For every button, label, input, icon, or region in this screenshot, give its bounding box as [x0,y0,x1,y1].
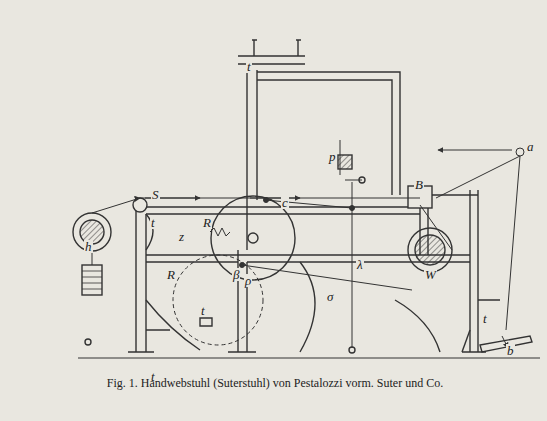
part-letter: t [246,60,252,73]
part-letter: c [281,196,289,209]
warp-threads [92,148,524,348]
figure-caption: Fig. 1. Handwebstuhl (Suterstuhl) von Pe… [80,376,470,390]
part-letter: p [328,150,337,163]
part-letter: B [414,178,424,191]
part-letter: t [200,304,206,317]
part-letter: R [166,268,176,281]
part-letter: h [84,240,93,253]
part-letter: b [506,344,515,357]
part-letter: λ [356,258,364,271]
part-letter: W [424,268,437,281]
part-letter: R [202,216,212,229]
part-letter: a [526,140,535,153]
part-letter: S [151,188,160,201]
part-letter: z [178,230,185,243]
part-letter: t [482,312,488,325]
part-letter: σ [326,290,334,303]
loom-frame [73,40,540,358]
part-letter: ρ [244,274,252,287]
part-letter: t [150,216,156,229]
part-letter: β [232,268,240,281]
